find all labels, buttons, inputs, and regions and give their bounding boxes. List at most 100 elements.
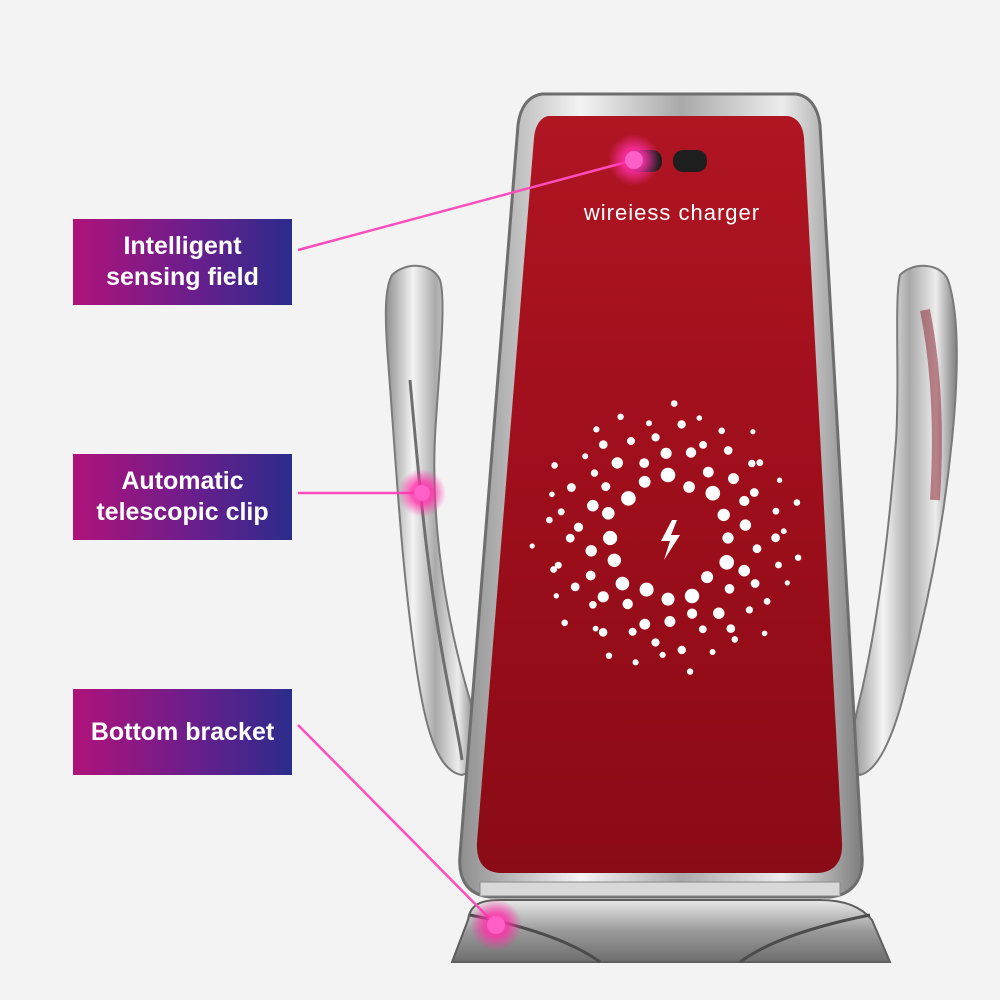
charging-dot bbox=[546, 516, 553, 524]
charging-dot bbox=[615, 576, 630, 591]
charging-dot bbox=[570, 582, 580, 592]
charging-dot bbox=[599, 440, 608, 449]
charging-dot bbox=[752, 544, 762, 554]
charging-dot bbox=[593, 426, 600, 433]
charging-dot bbox=[621, 491, 636, 506]
charging-dot bbox=[573, 522, 584, 532]
charging-dot bbox=[632, 659, 639, 666]
charging-dot bbox=[661, 592, 675, 606]
label-line-2: telescopic clip bbox=[96, 498, 269, 526]
label-line-1: Bottom bracket bbox=[90, 717, 275, 746]
charging-dot bbox=[726, 624, 736, 633]
charging-dot bbox=[660, 447, 672, 459]
charging-dot bbox=[750, 429, 756, 435]
charging-dot bbox=[780, 528, 787, 535]
charging-dot bbox=[605, 652, 613, 659]
charging-dot bbox=[718, 427, 725, 435]
charging-dot bbox=[602, 507, 615, 520]
charging-dot bbox=[717, 508, 730, 522]
charging-dot bbox=[683, 481, 695, 493]
charging-dot bbox=[659, 651, 666, 659]
charging-dot bbox=[553, 593, 559, 599]
charging-dot bbox=[582, 453, 589, 460]
bottom-bracket bbox=[450, 881, 892, 964]
charging-dot bbox=[745, 606, 754, 614]
label-line-2: sensing field bbox=[106, 263, 259, 291]
charging-dot bbox=[722, 532, 734, 544]
charging-dot bbox=[684, 588, 700, 604]
charging-dot bbox=[607, 553, 621, 567]
charging-dot bbox=[554, 561, 562, 569]
label-line-1: Automatic bbox=[121, 467, 244, 495]
charging-dot bbox=[739, 519, 752, 531]
charging-dot bbox=[651, 433, 660, 442]
charging-dot bbox=[565, 533, 575, 543]
charging-dot bbox=[585, 570, 596, 581]
charging-dot bbox=[748, 459, 756, 468]
left-clip-arm bbox=[384, 264, 478, 777]
charging-dot bbox=[699, 441, 707, 449]
charging-dot bbox=[617, 413, 624, 420]
lightning-bolt-icon bbox=[661, 520, 680, 560]
charging-dot bbox=[775, 561, 782, 569]
charger-face bbox=[476, 116, 843, 873]
charging-dot bbox=[739, 495, 750, 507]
charging-dot bbox=[701, 571, 714, 584]
charging-dot bbox=[585, 545, 597, 557]
charging-dot bbox=[639, 618, 651, 630]
right-clip-arm bbox=[850, 264, 958, 777]
charging-dot bbox=[603, 530, 618, 546]
bottom-bracket-label: Bottom bracket bbox=[73, 689, 292, 775]
charging-dot bbox=[549, 491, 555, 498]
charging-dot bbox=[611, 457, 623, 469]
charging-dot bbox=[622, 598, 633, 610]
charging-dot bbox=[723, 446, 733, 455]
charging-dot bbox=[567, 483, 576, 492]
charging-dot bbox=[557, 508, 565, 516]
charging-dot bbox=[529, 543, 535, 549]
charging-dot bbox=[702, 466, 714, 478]
charging-dot bbox=[776, 477, 783, 483]
callout-markers bbox=[398, 134, 660, 951]
charging-dot bbox=[550, 566, 557, 573]
charging-dot bbox=[698, 625, 707, 634]
charging-dot bbox=[551, 462, 558, 469]
charging-dot bbox=[772, 507, 780, 515]
charging-dot bbox=[749, 488, 759, 497]
charging-dot bbox=[561, 619, 568, 627]
charging-dot bbox=[738, 564, 750, 577]
charging-dot bbox=[664, 616, 676, 627]
charging-dot bbox=[589, 601, 597, 609]
charging-dot bbox=[651, 638, 660, 647]
charging-dot bbox=[705, 485, 721, 501]
charging-dot bbox=[763, 598, 771, 605]
intelligent-sensing-field-label: Intelligent sensing field bbox=[73, 219, 292, 305]
charging-dot bbox=[761, 630, 768, 637]
charging-dot bbox=[771, 533, 780, 543]
charging-dot bbox=[685, 447, 697, 458]
charging-dot bbox=[638, 475, 651, 488]
charging-dot bbox=[713, 607, 725, 619]
charger-face-text: wireiess charger bbox=[583, 200, 760, 225]
charging-dot bbox=[756, 459, 764, 467]
charging-dot bbox=[687, 608, 698, 619]
label-line-1: Intelligent bbox=[123, 232, 242, 260]
charging-dot bbox=[639, 582, 654, 597]
sensor-right bbox=[673, 150, 707, 172]
charging-dot bbox=[677, 645, 686, 655]
charging-dot bbox=[627, 437, 635, 445]
charging-dot bbox=[731, 636, 739, 643]
charging-dot bbox=[592, 625, 599, 632]
charging-dot bbox=[590, 469, 599, 477]
charging-dot bbox=[670, 400, 678, 407]
charging-dot bbox=[597, 591, 609, 603]
charging-dot bbox=[724, 584, 735, 594]
charging-dot bbox=[677, 420, 686, 429]
charging-dot bbox=[784, 580, 790, 586]
charging-dot bbox=[660, 467, 676, 483]
charging-dot bbox=[719, 555, 734, 570]
charging-dot bbox=[628, 627, 637, 636]
automatic-telescopic-clip-label: Automatic telescopic clip bbox=[73, 454, 292, 540]
charging-dot-ring bbox=[529, 400, 802, 675]
